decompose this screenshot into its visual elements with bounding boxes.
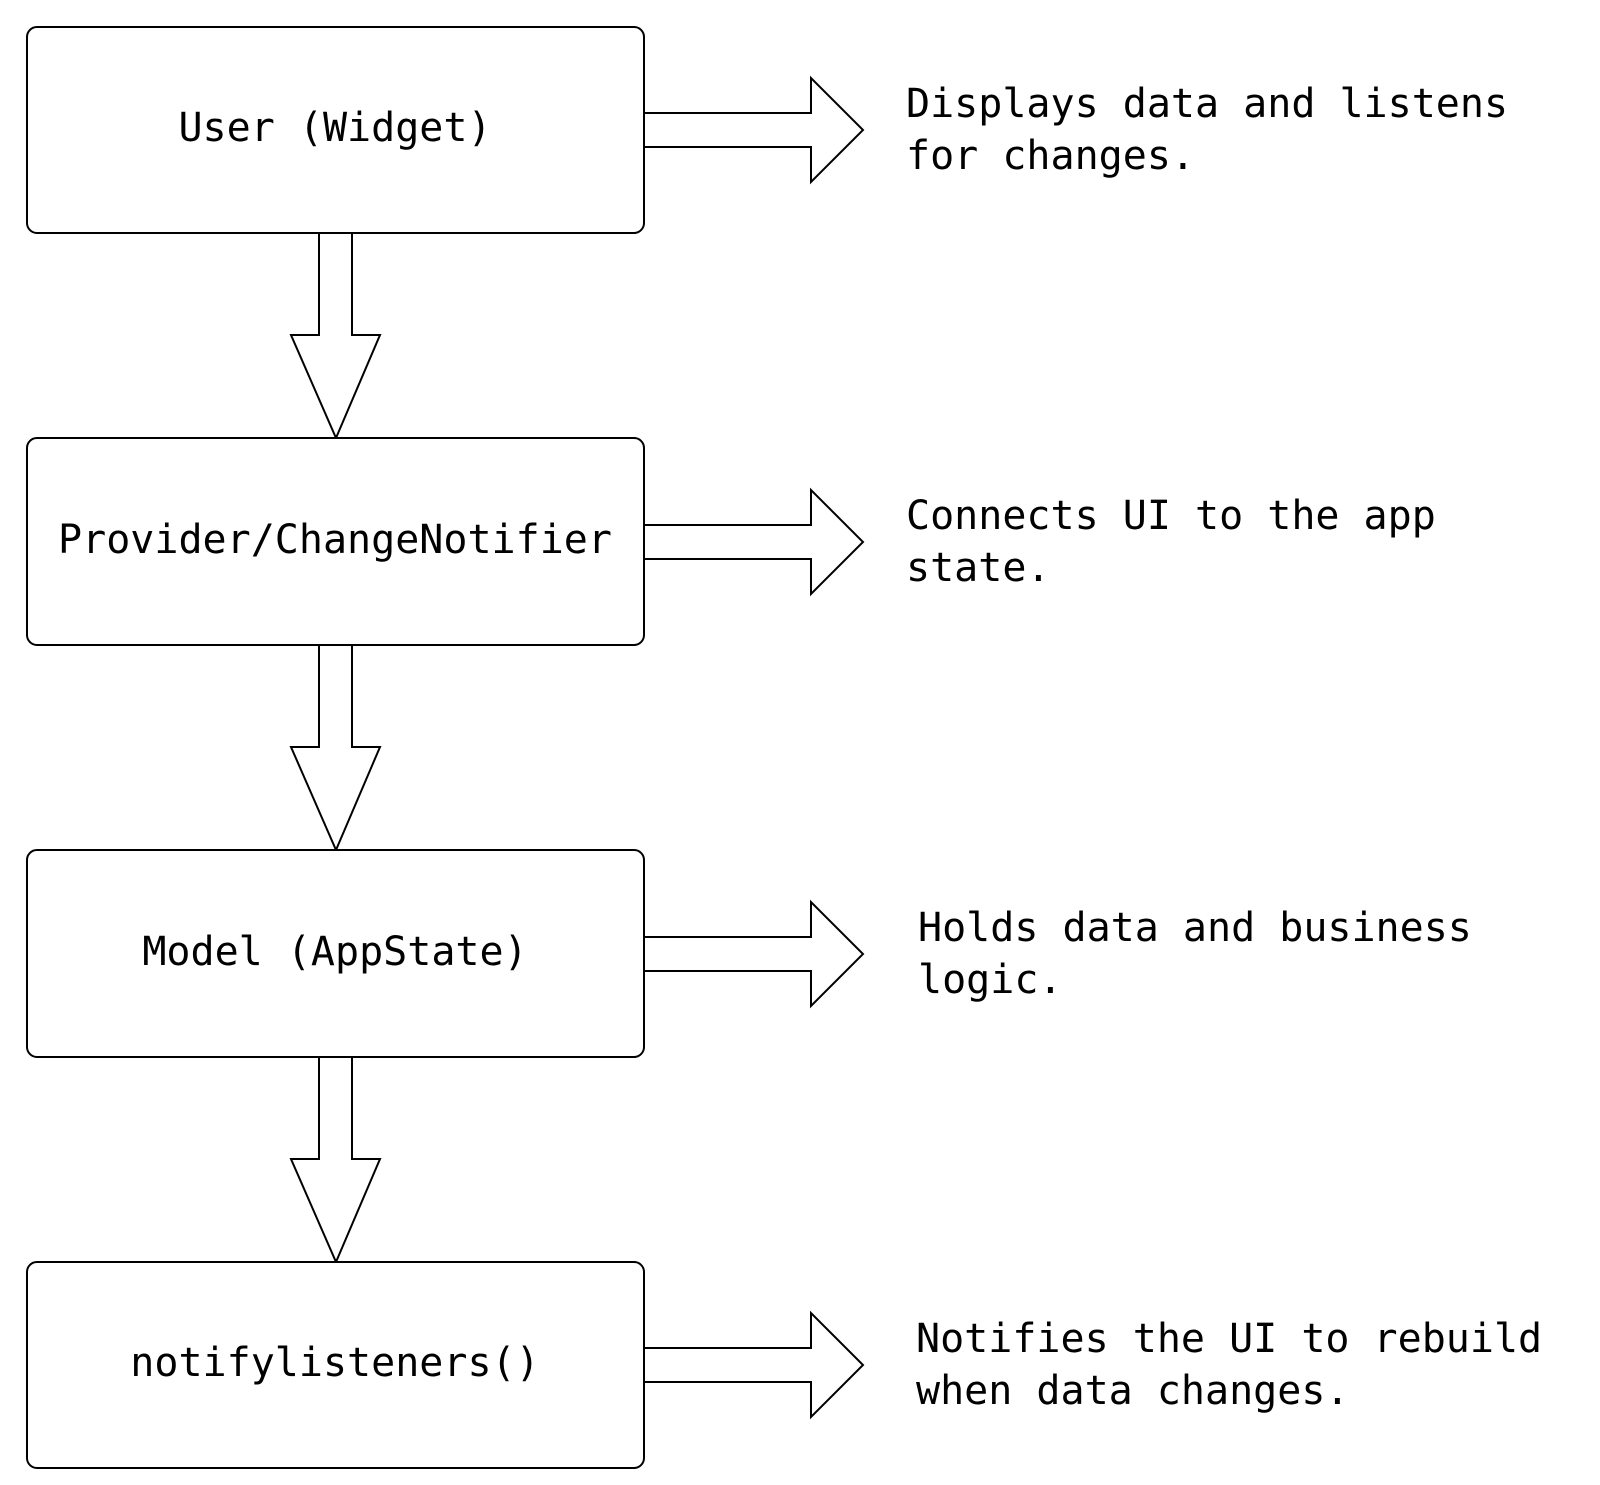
node-label: Model (AppState) bbox=[142, 929, 527, 975]
description-line-1: Connects UI to the app bbox=[906, 493, 1436, 539]
description-line-2: when data changes. bbox=[916, 1368, 1349, 1414]
description-line-2: state. bbox=[906, 545, 1051, 591]
down-arrow-1 bbox=[289, 232, 382, 441]
description-line-1: Notifies the UI to rebuild bbox=[916, 1316, 1542, 1362]
right-arrow bbox=[643, 1310, 865, 1420]
node-description: Notifies the UI to rebuild when data cha… bbox=[916, 1316, 1566, 1414]
flow-step-provider: Provider/ChangeNotifier Connects UI to t… bbox=[26, 437, 1460, 646]
description-line-2: logic. bbox=[918, 957, 1063, 1003]
node-label: Provider/ChangeNotifier bbox=[58, 517, 612, 563]
flow-step-user-widget: User (Widget) Displays data and listens … bbox=[26, 26, 1532, 234]
node-label: User (Widget) bbox=[178, 105, 491, 151]
node-description: Connects UI to the app state. bbox=[906, 493, 1460, 591]
down-arrow-2 bbox=[289, 644, 382, 853]
right-arrow bbox=[643, 75, 865, 185]
node-description: Displays data and listens for changes. bbox=[906, 81, 1532, 179]
description-line-1: Displays data and listens bbox=[906, 81, 1508, 127]
description-line-2: for changes. bbox=[906, 133, 1195, 179]
flow-step-model: Model (AppState) Holds data and business… bbox=[26, 849, 1496, 1058]
right-arrow bbox=[643, 487, 865, 597]
down-arrow-3 bbox=[289, 1056, 382, 1265]
node-description: Holds data and business logic. bbox=[918, 905, 1496, 1003]
description-line-1: Holds data and business bbox=[918, 905, 1472, 951]
right-arrow bbox=[643, 899, 865, 1009]
node-label: notifylisteners() bbox=[130, 1340, 539, 1386]
flow-step-notifylisteners: notifylisteners() Notifies the UI to reb… bbox=[26, 1261, 1566, 1469]
